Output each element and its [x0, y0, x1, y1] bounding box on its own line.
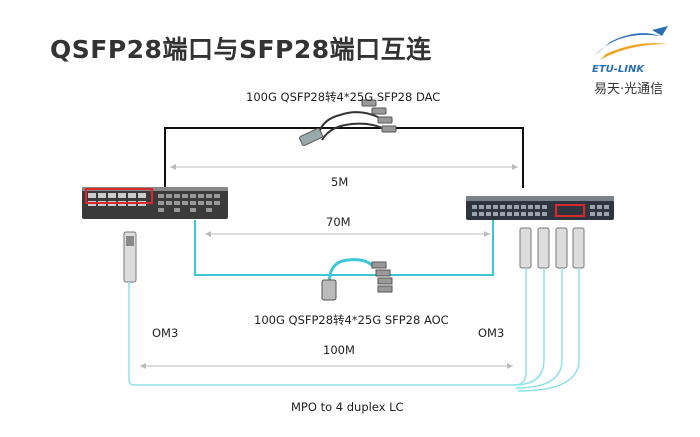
- left-switch: [82, 187, 228, 219]
- mpo-length-label: 100M: [323, 343, 355, 357]
- logo-subtitle: 易天·光通信: [594, 82, 664, 97]
- mpo-cable-label: MPO to 4 duplex LC: [291, 400, 404, 414]
- dac-length-label: 5M: [331, 175, 349, 189]
- aoc-cable-label: 100G QSFP28转4*25G SFP28 AOC: [254, 313, 449, 327]
- dac-cable-label: 100G QSFP28转4*25G SFP28 DAC: [246, 90, 441, 104]
- dac-cable-line: [164, 127, 524, 188]
- dac-cable-icon: [299, 99, 397, 147]
- aoc-cable-icon: [321, 258, 393, 301]
- svg-text:ETU-LINK: ETU-LINK: [592, 64, 645, 75]
- right-switch: [466, 196, 614, 220]
- aoc-length-label: 70M: [326, 215, 351, 229]
- aoc-cable-line: [194, 220, 494, 276]
- sfp28-port-highlight: [555, 204, 585, 217]
- etu-link-logo: ETU-LINK: [588, 22, 678, 97]
- qsfp28-port-highlight: [85, 188, 153, 204]
- mpo-breakout-lines: [128, 268, 580, 392]
- fiber-type-right: OM3: [478, 326, 505, 340]
- fiber-type-left: OM3: [152, 326, 179, 340]
- page-title: QSFP28端口与SFP28端口互连: [50, 35, 432, 64]
- qsfp28-transceiver: [123, 231, 137, 283]
- sfp28-transceivers: [519, 227, 585, 269]
